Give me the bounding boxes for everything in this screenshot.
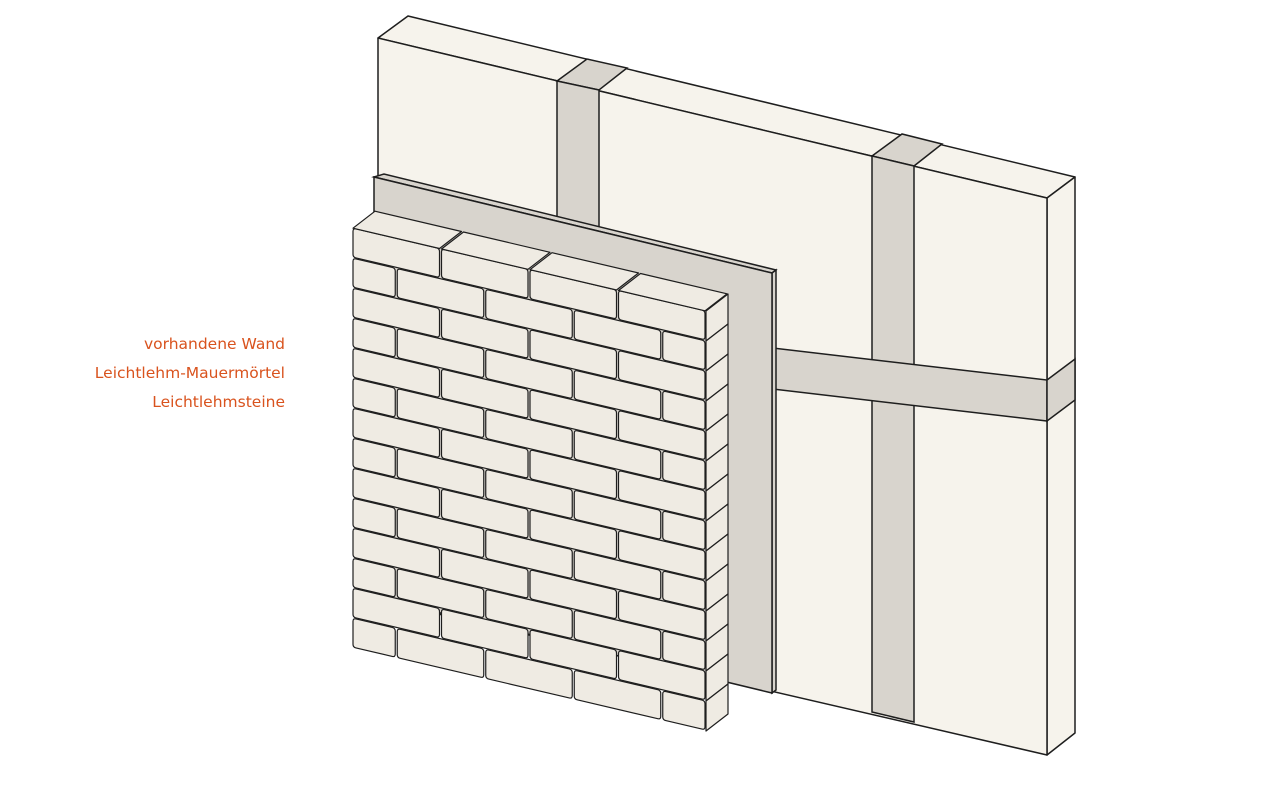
brick (662, 570, 706, 610)
timber-post-right (871, 155, 915, 723)
brick (662, 510, 706, 550)
brick (485, 349, 573, 399)
brick (617, 410, 706, 460)
brick (352, 498, 396, 538)
brick (662, 330, 706, 370)
brick (396, 448, 485, 498)
brick-top (440, 231, 551, 270)
brick (352, 438, 396, 478)
brick (485, 589, 573, 639)
label-mortar: Leichtlehm-Mauermörtel (94, 364, 285, 382)
brick (485, 469, 573, 519)
brick (396, 508, 485, 558)
brick-top (617, 272, 728, 312)
brick (396, 328, 485, 378)
brick-top (529, 252, 640, 291)
brick (352, 258, 396, 298)
brick (352, 468, 441, 518)
label-existing-wall: vorhandene Wand (143, 335, 285, 353)
brick (352, 618, 396, 658)
legend: vorhandene Wand Leichtlehm-Mauermörtel L… (95, 330, 285, 417)
brick (352, 528, 441, 578)
existing-wall-side (1046, 176, 1076, 756)
brick (662, 450, 706, 490)
brick (573, 370, 662, 420)
brick (529, 629, 618, 680)
brick (617, 350, 706, 400)
brick (485, 529, 573, 579)
brick (573, 310, 662, 360)
brick (617, 530, 706, 580)
brick (440, 308, 529, 359)
brick (573, 430, 662, 480)
brick (617, 470, 706, 520)
brick (529, 389, 618, 440)
brick (529, 509, 618, 560)
brick (485, 289, 573, 339)
brick (352, 588, 441, 638)
brick (573, 550, 662, 600)
brick-top (352, 210, 463, 250)
brick (662, 690, 706, 730)
brick (573, 670, 662, 720)
brick (396, 628, 485, 678)
timber-rail-side (1046, 357, 1076, 423)
brick (573, 610, 662, 660)
brick-layer (352, 210, 729, 732)
brick (573, 490, 662, 540)
brick (352, 318, 396, 358)
brick (529, 449, 618, 500)
brick (352, 558, 396, 598)
brick (396, 568, 485, 618)
brick (662, 630, 706, 670)
brick (396, 268, 485, 318)
brick (352, 288, 441, 338)
brick (352, 378, 396, 418)
brick (440, 368, 529, 419)
brick (662, 390, 706, 430)
brick (529, 569, 618, 620)
brick (440, 488, 529, 539)
brick (529, 329, 618, 380)
brick (440, 548, 529, 599)
brick (485, 649, 573, 699)
brick (396, 388, 485, 438)
brick (352, 348, 441, 398)
brick (352, 408, 441, 458)
brick-end (705, 683, 729, 732)
brick (617, 650, 706, 700)
brick (440, 608, 529, 659)
label-bricks: Leichtlehmsteine (152, 393, 285, 411)
brick (617, 590, 706, 640)
brick (440, 428, 529, 479)
brick (485, 409, 573, 459)
